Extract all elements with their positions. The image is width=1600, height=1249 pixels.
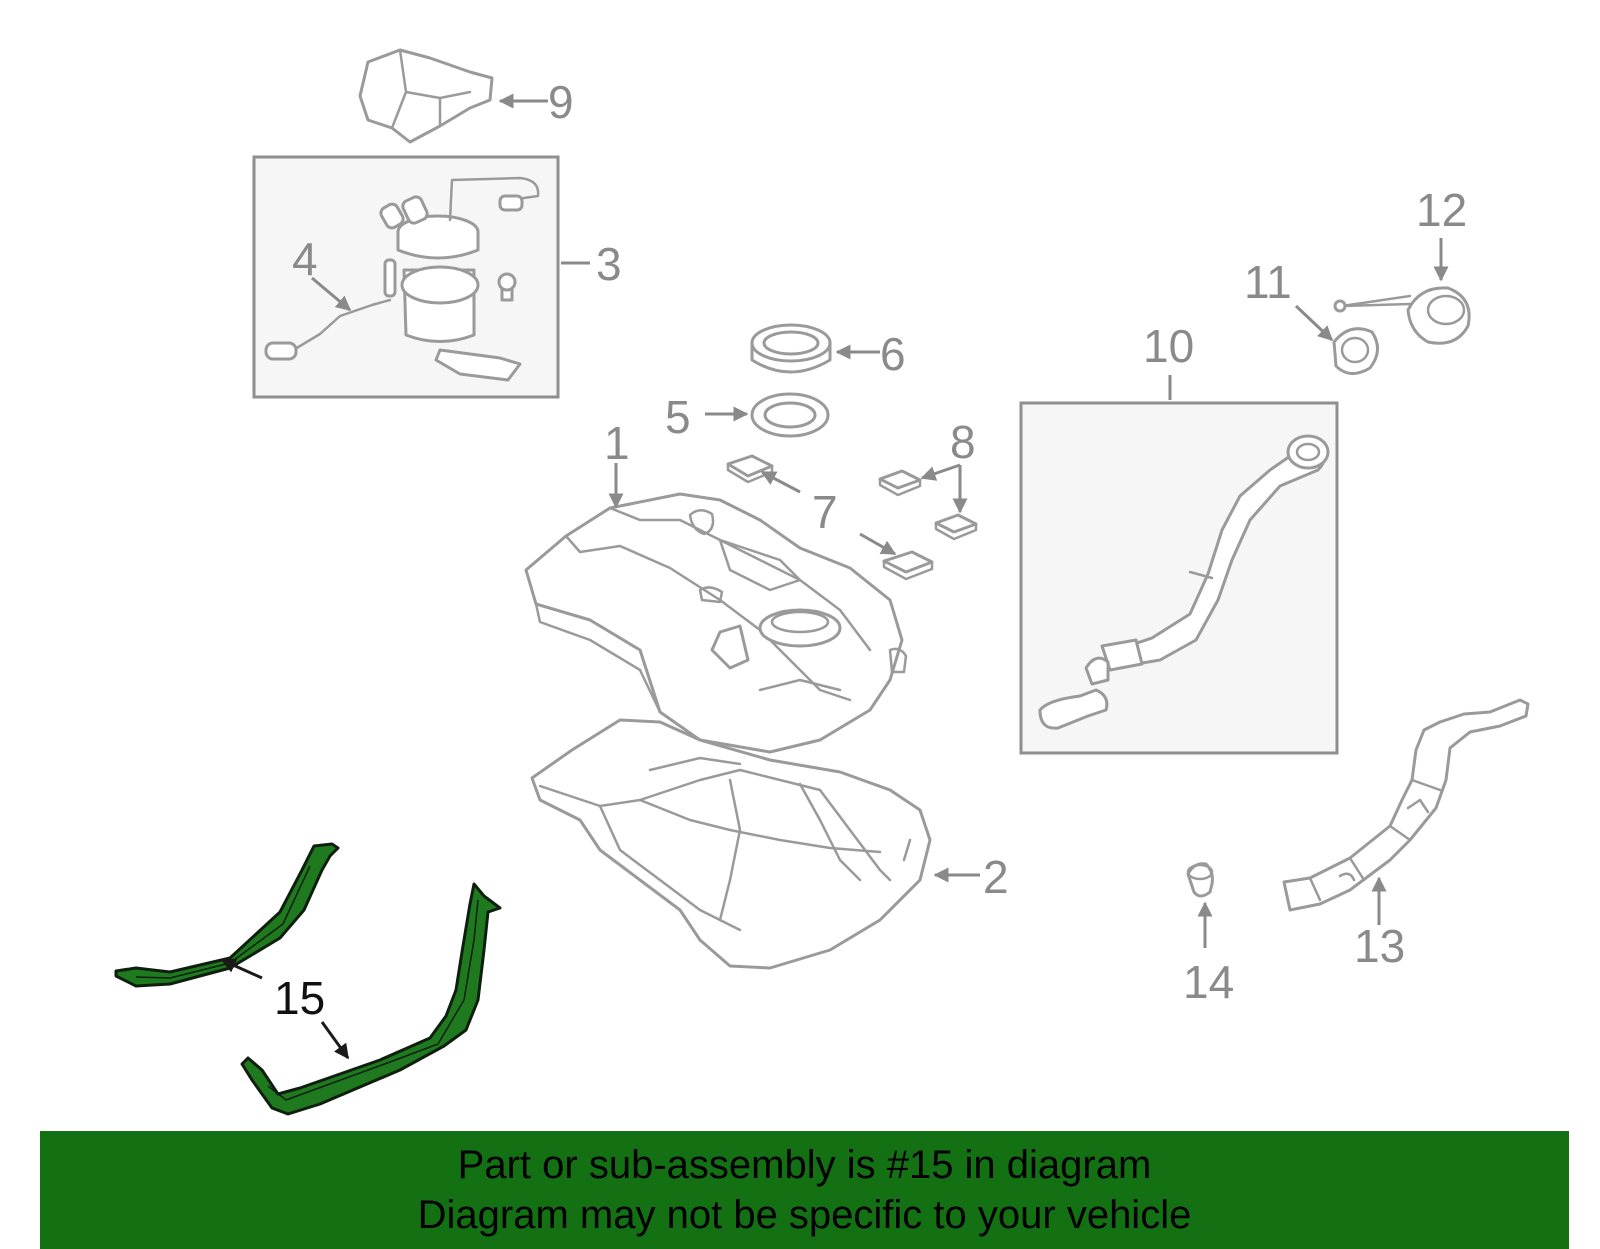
leader-15a <box>220 958 263 980</box>
part-9-pump-cover[interactable] <box>358 48 494 144</box>
callout-14: 14 <box>1183 956 1234 1008</box>
leader-15b <box>320 1021 350 1060</box>
part-12-fuel-cap[interactable] <box>1333 286 1471 345</box>
callout-10: 10 <box>1143 320 1194 372</box>
part-6-lock-ring[interactable] <box>750 323 832 374</box>
banner-line-1: Part or sub-assembly is #15 in diagram <box>457 1143 1152 1187</box>
callout-15: 15 <box>274 972 325 1024</box>
part-10-filler-pipe <box>1038 434 1330 730</box>
callout-12: 12 <box>1416 184 1467 236</box>
part-8-insulator-pads[interactable] <box>878 469 978 541</box>
callout-11: 11 <box>1244 256 1292 308</box>
leader-4 <box>311 276 352 312</box>
callout-1: 1 <box>604 417 630 469</box>
part-3-fuel-pump-module <box>379 176 540 382</box>
callout-7: 7 <box>812 486 838 538</box>
callout-2: 2 <box>983 851 1009 903</box>
part-11-cap-retainer[interactable] <box>1332 327 1379 375</box>
callout-6: 6 <box>880 328 906 380</box>
callout-8: 8 <box>950 416 976 468</box>
leader-7b <box>859 532 897 556</box>
leader-8a <box>920 463 961 481</box>
callout-3: 3 <box>596 238 622 290</box>
leader-7a <box>760 470 801 494</box>
part-2-heat-shield[interactable] <box>530 718 932 970</box>
part-15-tank-strap-upper[interactable] <box>114 842 340 988</box>
part-1-fuel-tank[interactable] <box>524 492 908 754</box>
part-7-insulator-pads[interactable] <box>726 454 934 581</box>
part-14-grommet[interactable] <box>1186 862 1214 898</box>
part-15-tank-strap-lower[interactable] <box>240 882 502 1116</box>
callout-13: 13 <box>1354 920 1405 972</box>
banner-line-2: Diagram may not be specific to your vehi… <box>417 1193 1192 1237</box>
callout-5: 5 <box>665 391 691 443</box>
info-banner: Part or sub-assembly is #15 in diagram D… <box>40 1131 1569 1249</box>
part-5-seal[interactable] <box>750 392 830 438</box>
callout-9: 9 <box>548 76 574 128</box>
leader-11 <box>1294 304 1334 342</box>
part-4-fuel-level-sensor[interactable] <box>264 298 392 361</box>
callout-4: 4 <box>292 233 318 285</box>
part-13-filler-bracket[interactable] <box>1282 698 1530 912</box>
